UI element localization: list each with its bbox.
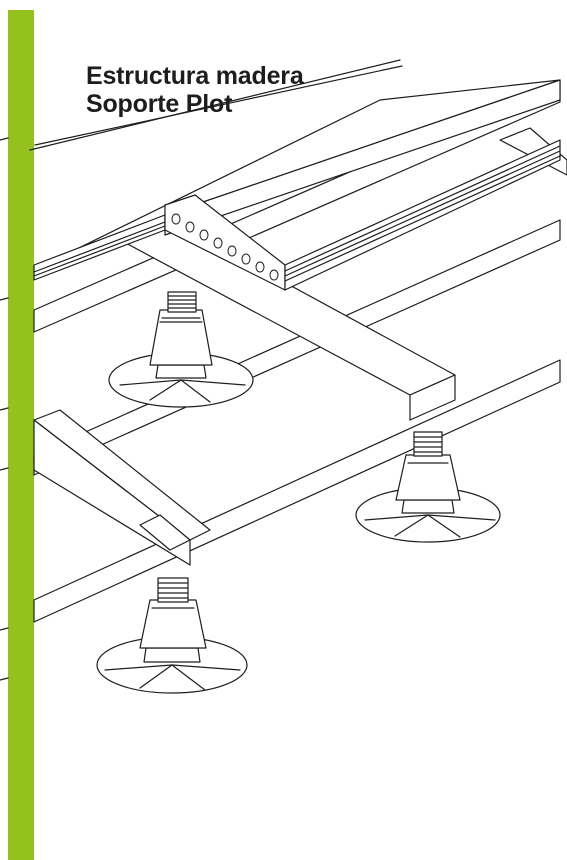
title-line-2: Soporte Plot (86, 90, 233, 118)
deck-boards (33, 79, 561, 291)
title-line-1: Estructura madera (86, 62, 304, 90)
accent-bar (8, 10, 34, 860)
left-edge-marks (0, 137, 9, 681)
far-rail (29, 59, 403, 151)
page-title: Estructura madera Soporte Plot (86, 62, 304, 118)
pedestal-support-1 (108, 291, 254, 408)
pedestal-support-3 (96, 577, 248, 694)
board-holes (171, 213, 279, 281)
pedestal-support-2 (355, 431, 501, 543)
